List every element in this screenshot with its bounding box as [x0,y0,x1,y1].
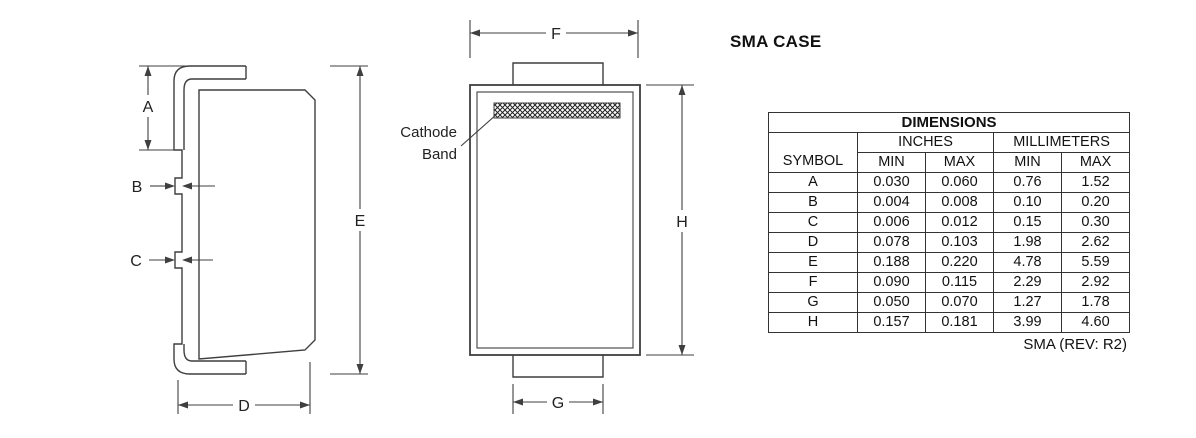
symbol-header: SYMBOL [768,132,858,173]
package-drawings: A B C [130,20,694,416]
mm-max-cell: 0.30 [1060,212,1131,233]
symbol-cell: A [768,172,858,193]
dimensions-table: DIMENSIONS SYMBOL INCHES MILLIMETERS MIN… [767,112,1131,333]
mm-min-cell: 3.99 [993,312,1062,333]
table-row: G 0.050 0.070 1.27 1.78 [768,292,1131,313]
table-row: B 0.004 0.008 0.10 0.20 [768,192,1131,213]
symbol-cell: F [768,272,858,293]
dim-d-annotation: D [177,362,311,416]
inches-max-cell: 0.115 [925,272,994,293]
inches-header: INCHES [857,132,994,153]
mm-min-cell: 0.10 [993,192,1062,213]
cathode-band [493,102,621,119]
bottom-terminal-tab [512,355,604,378]
millimeters-header: MILLIMETERS [992,132,1131,153]
inches-min-cell: 0.004 [857,192,926,213]
table-revision-note: SMA (REV: R2) [1023,336,1127,353]
symbol-cell: E [768,252,858,273]
inches-max-cell: 0.181 [925,312,994,333]
mm-max-cell: 1.78 [1060,292,1131,313]
inches-min-header: MIN [857,152,926,173]
side-view: A B C [130,65,370,416]
inches-min-cell: 0.078 [857,232,926,253]
inches-max-cell: 0.012 [925,212,994,233]
dim-label-d: D [238,398,250,415]
dim-a-annotation: A [139,65,186,151]
table-title-row: DIMENSIONS [767,112,1131,133]
top-terminal-tab [512,62,604,85]
table-units-row: SYMBOL INCHES MILLIMETERS [768,132,1131,173]
table-row: C 0.006 0.012 0.15 0.30 [768,212,1131,233]
inches-max-cell: 0.103 [925,232,994,253]
dim-label-h: H [676,214,688,231]
dimensions-table-container: DIMENSIONS SYMBOL INCHES MILLIMETERS MIN… [767,112,1131,353]
mm-max-cell: 4.60 [1060,312,1131,333]
table-row: F 0.090 0.115 2.29 2.92 [768,272,1131,293]
table-title: DIMENSIONS [767,112,1131,133]
inches-max-cell: 0.220 [925,252,994,273]
inches-max-header: MAX [925,152,994,173]
dim-h-annotation: H [646,84,694,356]
table-row: A 0.030 0.060 0.76 1.52 [768,172,1131,193]
dim-label-c: C [130,253,142,270]
cathode-band-label-line1: Cathode [400,124,457,141]
mm-min-cell: 0.76 [993,172,1062,193]
inches-max-cell: 0.060 [925,172,994,193]
table-row: E 0.188 0.220 4.78 5.59 [768,252,1131,273]
inches-max-cell: 0.070 [925,292,994,313]
dim-b-annotation: B [132,179,215,196]
dim-label-e: E [355,213,366,230]
symbol-cell: B [768,192,858,213]
mm-max-cell: 2.92 [1060,272,1131,293]
mm-max-header: MAX [1060,152,1131,173]
cathode-band-callout: Cathode Band [400,113,498,163]
package-outer-outline [469,84,641,356]
mm-min-cell: 1.27 [993,292,1062,313]
body-outline [198,89,316,360]
inches-min-cell: 0.090 [857,272,926,293]
mm-max-cell: 2.62 [1060,232,1131,253]
inches-max-cell: 0.008 [925,192,994,213]
mm-min-cell: 0.15 [993,212,1062,233]
mm-min-cell: 1.98 [993,232,1062,253]
dim-label-a: A [143,99,154,116]
lead-inner-top [183,78,246,150]
top-view: Cathode Band F H [400,20,694,414]
cathode-band-label-line2: Band [422,146,457,163]
inches-min-cell: 0.006 [857,212,926,233]
symbol-cell: C [768,212,858,233]
dim-label-b: B [132,179,143,196]
lead-outline [173,65,246,375]
dim-c-annotation: C [130,253,213,270]
inches-min-cell: 0.188 [857,252,926,273]
mm-max-cell: 5.59 [1060,252,1131,273]
dim-e-annotation: E [330,65,370,375]
dim-label-f: F [551,26,561,43]
table-row: D 0.078 0.103 1.98 2.62 [768,232,1131,253]
mm-min-cell: 2.29 [993,272,1062,293]
dim-g-annotation: G [512,384,604,414]
dim-f-annotation: F [469,20,639,58]
mm-min-cell: 4.78 [993,252,1062,273]
dim-label-g: G [552,395,564,412]
mm-max-cell: 0.20 [1060,192,1131,213]
table-minmax-row: MIN MAX MIN MAX [769,152,1131,173]
symbol-cell: H [768,312,858,333]
symbol-cell: D [768,232,858,253]
package-inner-outline [476,91,634,349]
page-title: SMA CASE [730,32,822,51]
mm-min-header: MIN [993,152,1062,173]
mm-max-cell: 1.52 [1060,172,1131,193]
inches-min-cell: 0.157 [857,312,926,333]
inches-min-cell: 0.030 [857,172,926,193]
symbol-cell: G [768,292,858,313]
table-row: H 0.157 0.181 3.99 4.60 [768,312,1131,333]
lead-inner-bottom [183,344,246,362]
inches-min-cell: 0.050 [857,292,926,313]
